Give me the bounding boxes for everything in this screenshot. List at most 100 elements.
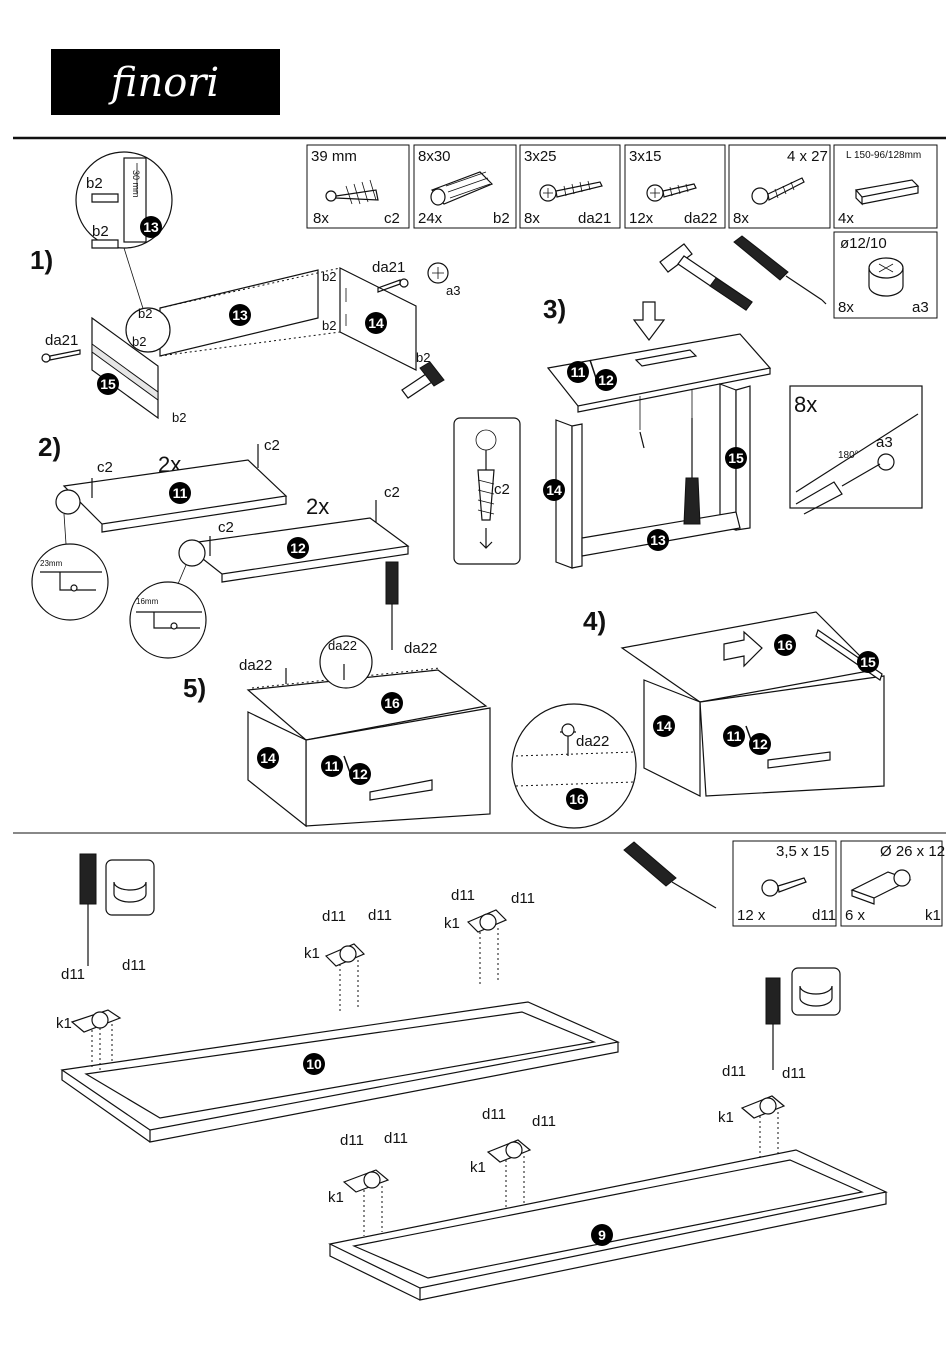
part-label: d11 <box>451 887 475 904</box>
parts-box-k1: Ø 26 x 12 6 x k1 <box>840 840 945 927</box>
panel-number: 15 <box>100 376 116 392</box>
panel-badge: 13 <box>229 304 251 326</box>
part-size: 3x25 <box>524 148 557 165</box>
top-panel-11-12: 11 12 <box>546 333 772 413</box>
part-label: k1 <box>328 1189 344 1206</box>
screw-icon <box>539 180 603 202</box>
quantity-label: 2x <box>306 494 329 519</box>
part-code: da22 <box>684 210 717 227</box>
panel-badge: 14 <box>365 312 387 334</box>
part-size: Ø 26 x 12 <box>880 843 945 860</box>
part-label: d11 <box>322 908 346 925</box>
panel-number: 10 <box>306 1056 322 1072</box>
part-size: 3x15 <box>629 148 662 165</box>
dowel-icon <box>430 171 494 206</box>
quantity-label: 8x <box>794 392 817 417</box>
panel-number: 13 <box>143 219 159 235</box>
side-panel-14: 14 b2 b2 b2 <box>322 267 430 371</box>
part-code: b2 <box>493 210 510 227</box>
part-count: 24x <box>418 210 443 227</box>
part-count: 12x <box>629 210 654 227</box>
hinge-assembly: d11 d11 k1 <box>444 887 535 984</box>
part-count: 6 x <box>845 907 866 924</box>
cabinet-step-4: 16 15 14 11 12 <box>620 611 885 797</box>
detail-box-c2-insertion: c2 <box>453 417 521 565</box>
hammer-small-icon <box>401 361 445 399</box>
panel-number: 11 <box>173 485 188 501</box>
step-2-label: 2) <box>38 432 61 462</box>
cabinet-step-5: 16 14 11 12 <box>246 667 491 828</box>
shelf-panel-12: 12 <box>182 517 410 583</box>
dimension-label: 23mm <box>40 559 63 568</box>
shelf-panel-13: b2 b2 13 <box>125 269 319 357</box>
panel-badge: 11 12 <box>723 725 771 755</box>
parts-box-b2: 8x30 24x b2 <box>413 144 517 229</box>
hinge-assembly: d11 d11 k1 <box>470 1106 556 1208</box>
dimension-label: 16mm <box>136 597 159 606</box>
screwdriver-icon <box>385 561 399 650</box>
hinge-assembly: d11 d11 k1 <box>304 907 392 1014</box>
panel-number: 16 <box>384 695 400 711</box>
part-count: 4x <box>838 210 854 227</box>
part-label: b2 <box>138 306 152 321</box>
panel-number: 11 <box>571 364 586 380</box>
screwdriver-icon <box>733 235 827 305</box>
panel-number: 11 <box>727 728 742 744</box>
door-frame-9: 9 <box>328 1149 888 1301</box>
part-label: c2 <box>384 484 400 501</box>
panel-number: 12 <box>598 372 614 388</box>
part-label: c2 <box>264 437 280 454</box>
panel-badge: 16 <box>381 692 403 714</box>
part-size: 3,5 x 15 <box>776 843 829 860</box>
brand-logo: finori <box>51 49 280 115</box>
panel-badge: 10 <box>303 1053 325 1075</box>
side-panel-15: 15 b2 <box>91 316 186 425</box>
step-3-label: 3) <box>543 294 566 324</box>
part-label: da22 <box>239 657 272 674</box>
part-size: 8x30 <box>418 148 451 165</box>
part-label: k1 <box>444 915 460 932</box>
part-code: c2 <box>384 210 400 227</box>
panel-number: 15 <box>728 450 744 466</box>
panel-badge: 15 <box>857 651 879 673</box>
panel-badge: 14 <box>543 479 565 501</box>
detail-circle-da22-large: da22 16 <box>511 703 637 829</box>
angle-label: 180° <box>838 450 859 461</box>
hinge-assembly: d11 d11 k1 <box>718 1063 806 1160</box>
cabinet-carcass: 14 15 13 <box>543 383 751 569</box>
detail-circle-16mm: 16mm <box>129 539 207 659</box>
part-label: a3 <box>876 434 893 451</box>
panel-number: 9 <box>598 1227 606 1243</box>
detail-circle-23mm: 23mm <box>31 489 109 621</box>
parts-box-d11: 3,5 x 15 12 x d11 <box>732 840 837 927</box>
rotate-icon <box>791 967 841 1016</box>
part-label: c2 <box>97 459 113 476</box>
part-code: a3 <box>912 299 929 316</box>
part-size: L 150-96/128mm <box>846 150 921 161</box>
screw-icon <box>761 877 807 897</box>
detail-box-cam-lock-180: 8x a3 180° <box>789 385 923 515</box>
part-label: d11 <box>122 957 146 974</box>
panel-number: 13 <box>650 532 666 548</box>
parts-box-da22: 3x15 12x da22 <box>624 144 726 229</box>
screw-da21-icon <box>377 278 409 293</box>
door-frame-10: 10 <box>60 1001 621 1143</box>
part-label: b2 <box>92 223 109 240</box>
screwdriver-icon <box>79 853 97 966</box>
step-4-label: 4) <box>583 606 606 636</box>
part-count: 12 x <box>737 907 766 924</box>
part-count: 8x <box>838 299 854 316</box>
cam-bolt-icon <box>325 179 379 205</box>
panel-badge: 14 <box>653 715 675 737</box>
panel-badge: 13 <box>647 529 669 551</box>
part-label: k1 <box>470 1159 486 1176</box>
hinge-assembly: d11 d11 k1 <box>56 957 146 1072</box>
part-count: 8x <box>524 210 540 227</box>
cam-lock-a3-icon <box>427 262 449 284</box>
part-label: da22 <box>404 640 437 657</box>
part-label: d11 <box>340 1132 364 1149</box>
parts-box-a3: ø12/10 8x a3 <box>833 231 938 319</box>
part-label: b2 <box>86 175 103 192</box>
part-label: d11 <box>482 1106 506 1123</box>
